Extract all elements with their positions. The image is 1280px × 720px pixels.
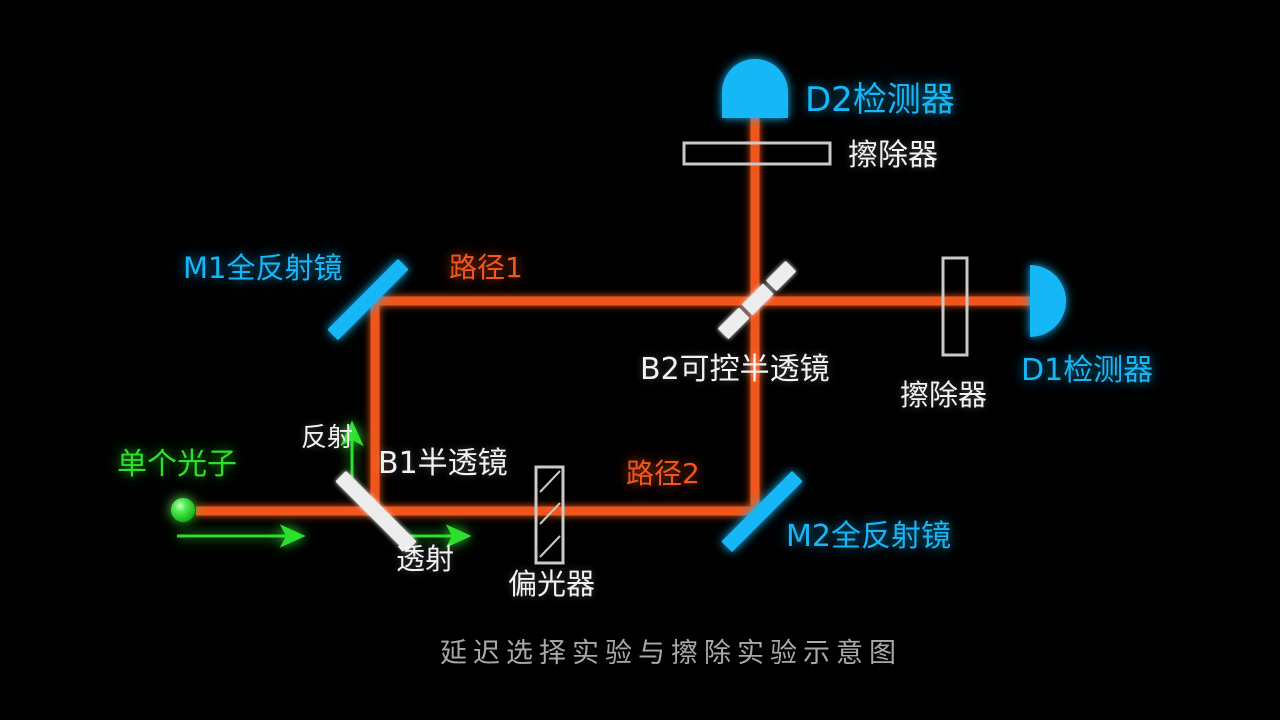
mirror-m2-label: M2全反射镜: [786, 519, 951, 554]
eraser-right-label: 擦除器: [900, 378, 988, 412]
eraser-top[interactable]: [682, 141, 832, 166]
beam-paths: [196, 118, 1036, 516]
beam-splitter-b1[interactable]: [335, 471, 417, 552]
eraser-right[interactable]: [941, 256, 969, 357]
detector-d2-label: D2检测器: [805, 80, 955, 120]
detector-d2[interactable]: [722, 59, 788, 118]
single-photon-dot: [171, 498, 195, 522]
beam-splitter-b1-label: B1半透镜: [378, 446, 508, 481]
polarizer-label: 偏光器: [508, 567, 596, 601]
transmit-label: 透射: [396, 542, 455, 576]
reflect-label: 反射: [301, 423, 354, 453]
mirror-m2[interactable]: [721, 471, 803, 552]
mirror-m1[interactable]: [327, 259, 409, 340]
beam-splitter-b2-label: B2可控半透镜: [640, 352, 830, 387]
single-photon-source-label: 单个光子: [117, 447, 237, 482]
path-2-label: 路径2: [626, 457, 700, 490]
figure-caption: 延迟选择实验与擦除实验示意图: [440, 638, 902, 669]
eraser-top-label: 擦除器: [848, 138, 938, 173]
path-1-label: 路径1: [449, 251, 523, 284]
detector-d1-label: D1检测器: [1021, 353, 1154, 388]
beam-splitter-b2[interactable]: [718, 261, 796, 339]
polarizer[interactable]: [534, 465, 565, 565]
mirror-m1-label: M1全反射镜: [183, 251, 343, 285]
detector-d1[interactable]: [1030, 265, 1066, 337]
